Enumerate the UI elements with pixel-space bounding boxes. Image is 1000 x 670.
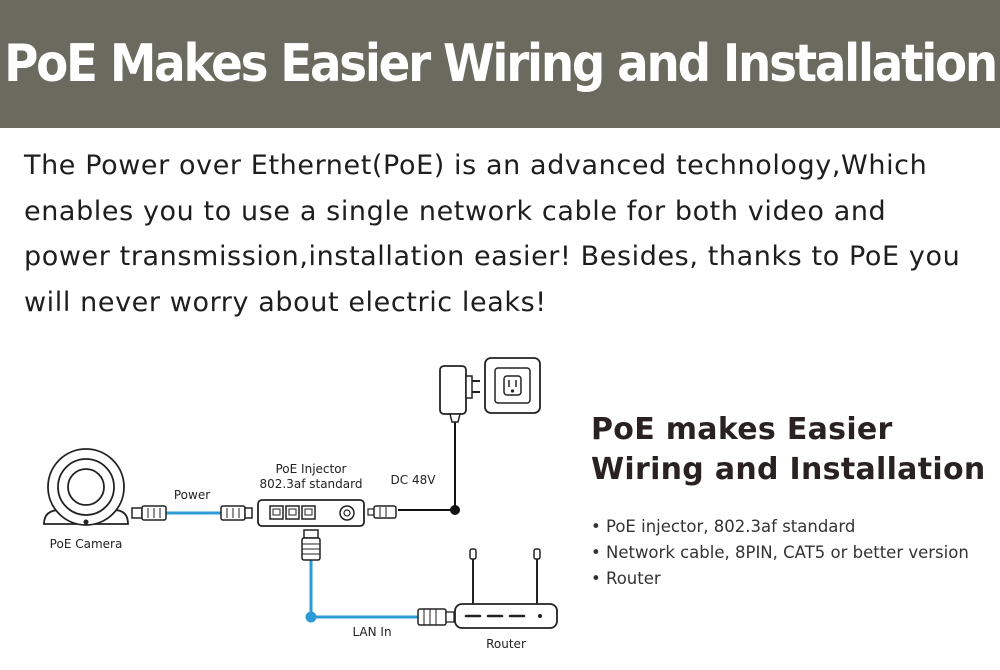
- feature-heading: PoE makes Easier Wiring and Installation: [591, 410, 986, 490]
- intro-line: power transmission,installation easier! …: [24, 241, 961, 272]
- dc-cable: [398, 418, 456, 511]
- power-adapter-icon: [439, 365, 480, 423]
- list-item: • Router: [591, 569, 661, 588]
- poe-wiring-diagram: PoE Camera Power PoE Injector 802.3af st…: [43, 357, 558, 651]
- list-item: • PoE injector, 802.3af standard: [591, 517, 856, 536]
- camera-label: PoE Camera: [50, 537, 123, 551]
- poe-camera-icon: [43, 448, 129, 526]
- page-title: PoE Makes Easier Wiring and Installation: [4, 34, 998, 94]
- dc-plug-icon: [367, 505, 397, 519]
- header-banner: PoE Makes Easier Wiring and Installation: [0, 0, 1000, 128]
- dc-label: DC 48V: [391, 473, 437, 487]
- intro-line: The Power over Ethernet(PoE) is an advan…: [24, 150, 928, 181]
- list-item: • Network cable, 8PIN, CAT5 or better ve…: [591, 543, 969, 562]
- injector-label: PoE Injector: [276, 462, 347, 476]
- feature-heading-line: Wiring and Installation: [591, 452, 986, 487]
- power-connector-right-icon: [220, 505, 253, 521]
- poe-injector-icon: [257, 499, 365, 527]
- dc-junction-dot: [450, 505, 460, 515]
- power-connector-left-icon: [131, 505, 167, 521]
- wall-outlet-icon: [484, 357, 541, 414]
- router-label: Router: [486, 637, 526, 651]
- router-icon: [454, 548, 558, 629]
- rj45-plug-horizontal-icon: [417, 608, 455, 626]
- power-label: Power: [174, 488, 210, 502]
- feature-heading-line: PoE makes Easier: [591, 412, 893, 447]
- lan-cable: [309, 560, 418, 619]
- injector-standard-label: 802.3af standard: [260, 477, 363, 491]
- lan-junction-dot: [305, 611, 317, 623]
- rj45-plug-vertical-icon: [301, 529, 321, 561]
- intro-paragraph: The Power over Ethernet(PoE) is an advan…: [24, 143, 984, 325]
- intro-line: will never worry about electric leaks!: [24, 286, 547, 318]
- lan-label: LAN In: [352, 625, 391, 639]
- feature-list: • PoE injector, 802.3af standard • Netwo…: [591, 514, 969, 592]
- intro-line: enables you to use a single network cabl…: [24, 195, 887, 227]
